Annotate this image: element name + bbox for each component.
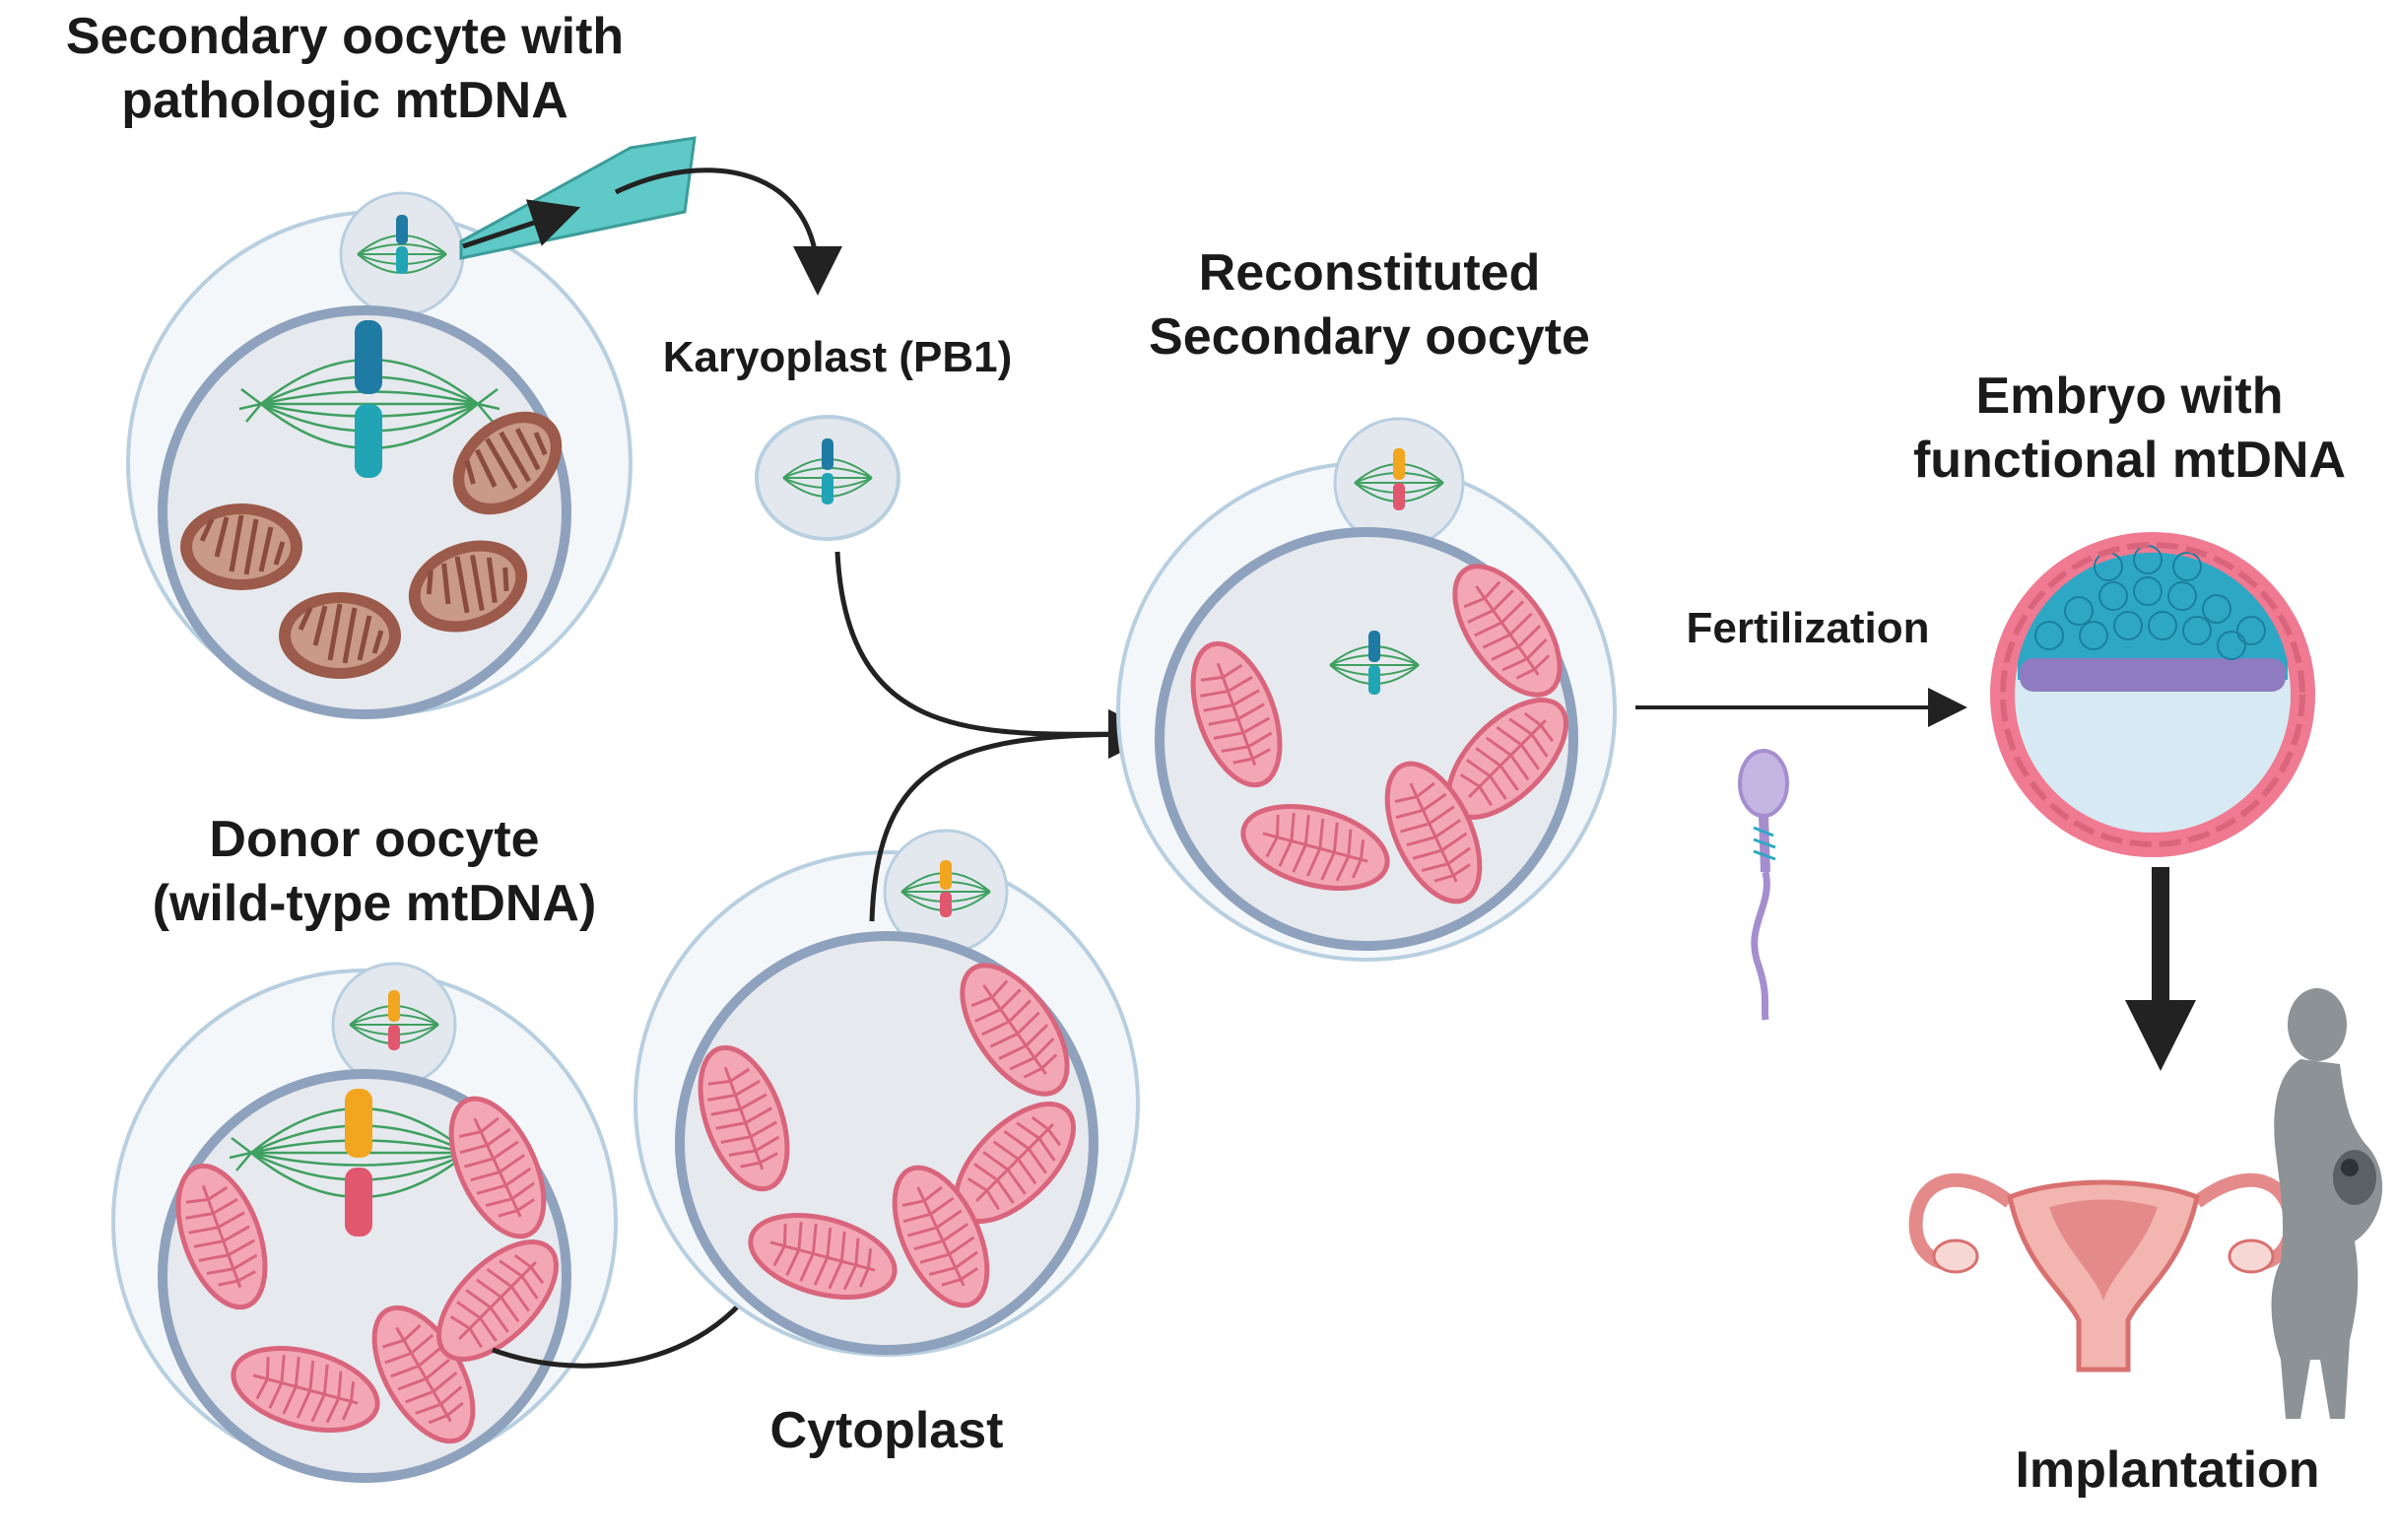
label-karyoplast: Karyoplast (PB1)	[662, 333, 1013, 381]
label-donor-line1: Donor oocyte	[209, 811, 540, 868]
label-donor-line2: (wild-type mtDNA)	[152, 875, 597, 932]
micropipette-icon	[459, 136, 697, 260]
label-fertilization: Fertilization	[1686, 604, 1930, 652]
label-reconstituted-line1: Reconstituted	[1198, 244, 1541, 301]
reconstituted-oocyte	[1116, 417, 1617, 962]
pathologic-oocyte	[126, 191, 633, 719]
pregnant-woman-icon	[2271, 988, 2383, 1419]
label-secondary-oocyte-line2: pathologic mtDNA	[121, 72, 568, 129]
blastocyst-embryo	[1990, 532, 2315, 857]
arrow-to-karyoplast	[614, 167, 842, 296]
label-secondary-oocyte: Secondary oocyte with pathologic mtDNA	[20, 5, 670, 133]
label-reconstituted: Reconstituted Secondary oocyte	[1103, 241, 1635, 369]
karyoplast-cell	[755, 415, 900, 541]
label-embryo-line1: Embryo with	[1975, 368, 2284, 425]
label-implantation: Implantation	[2015, 1441, 2320, 1499]
arrow-karyoplast-to-reconstituted	[834, 551, 1158, 760]
label-embryo-line2: functional mtDNA	[1912, 432, 2347, 489]
uterus-icon	[1908, 1172, 2298, 1373]
sperm-icon	[1738, 749, 1789, 1021]
donor-oocyte	[111, 962, 618, 1483]
arrow-cytoplast-to-reconstituted	[869, 709, 1158, 922]
label-embryo: Embryo with functional mtDNA	[1862, 365, 2397, 493]
label-cytoplast: Cytoplast	[769, 1402, 1004, 1459]
label-reconstituted-line2: Secondary oocyte	[1149, 308, 1590, 366]
cytoplast-cell	[633, 829, 1140, 1357]
label-donor-oocyte: Donor oocyte (wild-type mtDNA)	[89, 808, 660, 936]
label-secondary-oocyte-line1: Secondary oocyte with	[65, 8, 625, 65]
